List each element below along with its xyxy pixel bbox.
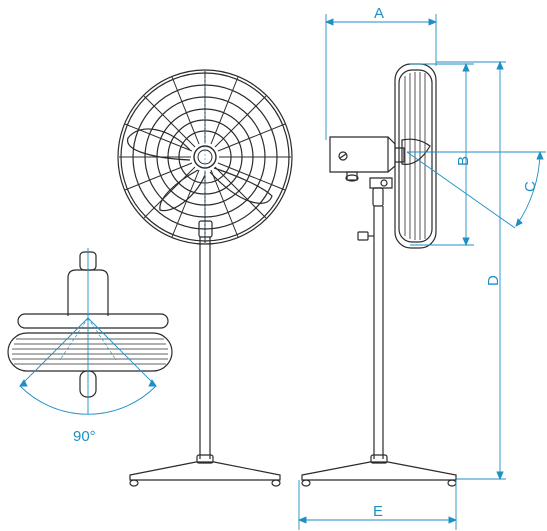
side-motor-housing (329, 136, 405, 173)
front-fan-blades (127, 128, 273, 212)
side-pole (370, 206, 388, 464)
label-E: E (373, 503, 383, 520)
dimension-B (410, 62, 474, 247)
dimension-D (436, 60, 506, 481)
label-D: D (485, 275, 502, 286)
top-rear-bar (17, 313, 169, 329)
top-fan-guard (7, 332, 173, 372)
label-A: A (374, 5, 384, 22)
dimension-A (324, 14, 438, 140)
dimension-C (406, 150, 546, 229)
cage-spokes (119, 71, 291, 243)
front-fan-cage (117, 69, 293, 245)
front-base (129, 461, 281, 487)
dimension-oscillation (19, 248, 157, 415)
label-C: C (522, 181, 539, 192)
top-view (7, 251, 173, 398)
front-view (117, 69, 293, 487)
side-base (301, 461, 457, 487)
label-B: B (455, 156, 472, 166)
side-bracket (345, 171, 393, 241)
front-neck (198, 220, 213, 238)
dimension-E (297, 480, 458, 530)
dimension-lines (19, 14, 546, 530)
fan-hub (193, 145, 217, 169)
side-view (301, 63, 457, 487)
label-90-degrees: 90° (73, 428, 96, 445)
side-fan-guard (394, 63, 437, 249)
front-pole (196, 237, 214, 464)
